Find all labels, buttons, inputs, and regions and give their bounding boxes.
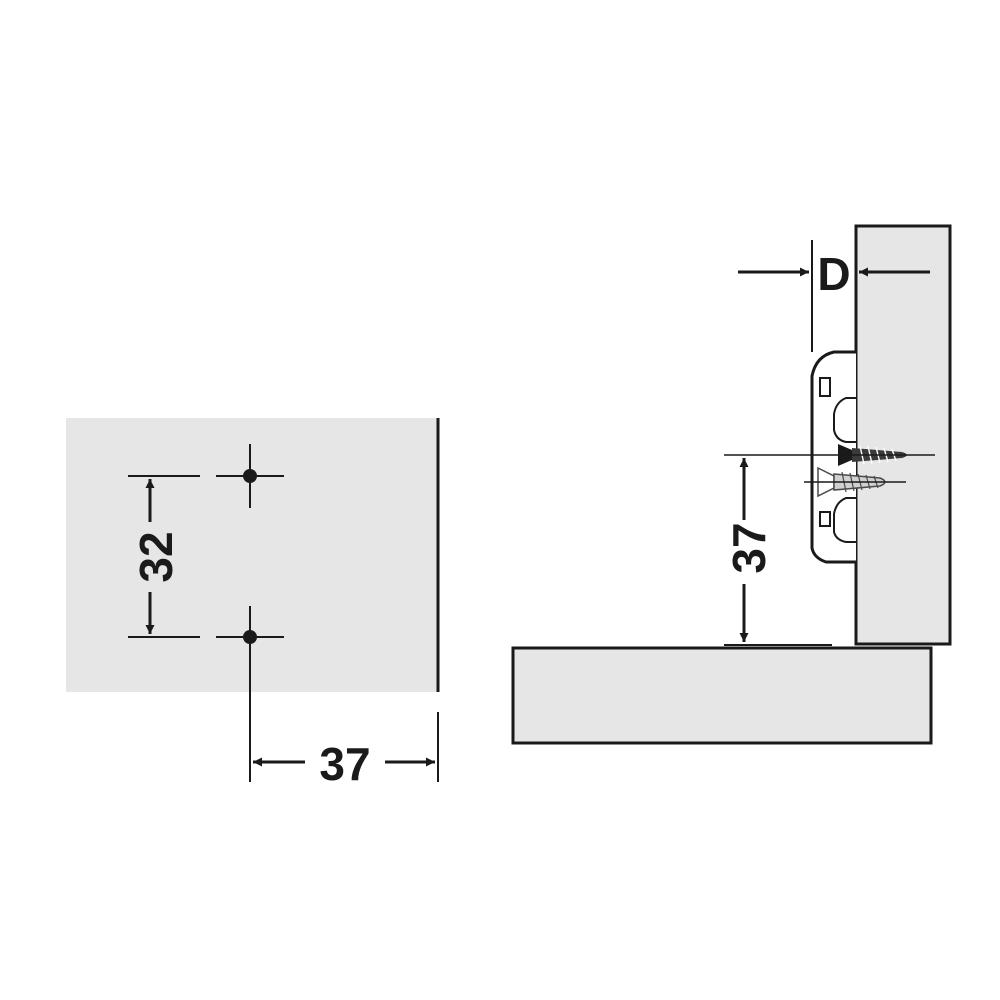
drill-hole-top	[216, 444, 284, 508]
dimension-label-32: 32	[130, 531, 182, 582]
dimension-label-37-side: 37	[723, 522, 775, 573]
side-view: 37 D	[511, 224, 952, 745]
cabinet-door-panel	[511, 646, 933, 745]
front-panel	[66, 418, 438, 692]
dimension-label-37-front: 37	[319, 738, 370, 790]
front-view: 32 37	[66, 418, 440, 790]
cabinet-side-panel	[854, 224, 952, 646]
dimension-d-thickness: D	[738, 240, 930, 352]
dimension-37-horizontal: 37	[253, 712, 439, 790]
dimension-32-vertical: 32	[128, 475, 200, 638]
dimension-label-d: D	[817, 248, 850, 300]
drill-hole-bottom	[216, 606, 284, 782]
mounting-plate-profile	[810, 350, 856, 564]
dimension-37-vertical: 37	[723, 458, 832, 646]
